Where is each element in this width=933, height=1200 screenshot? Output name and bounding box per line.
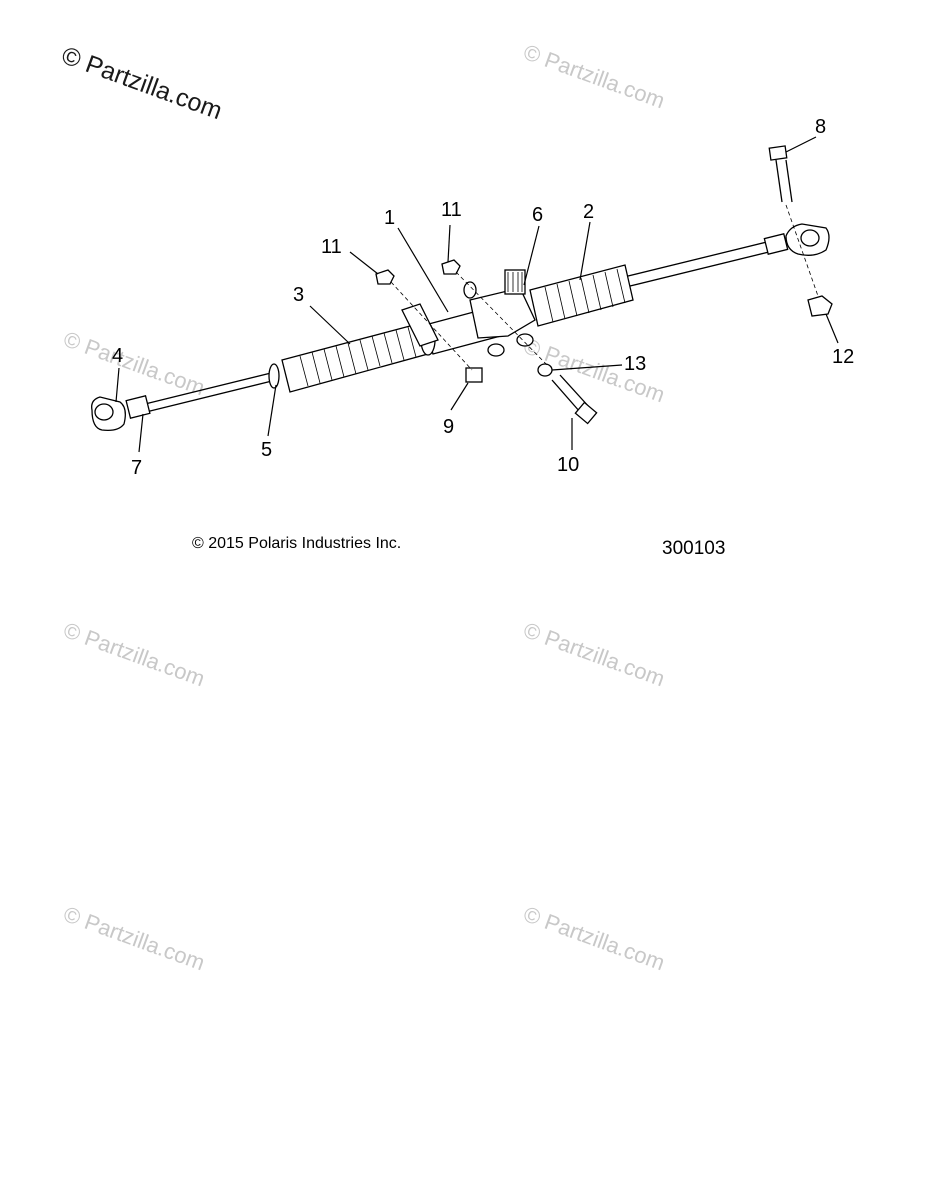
nut-12 xyxy=(807,295,833,317)
leader-1 xyxy=(397,227,449,313)
callout-11-left[interactable]: 11 xyxy=(321,236,342,258)
leader-9 xyxy=(450,382,469,411)
leader-11b xyxy=(447,224,451,263)
callout-5[interactable]: 5 xyxy=(261,439,272,461)
bolt-8 xyxy=(768,145,793,203)
leader-11a xyxy=(349,251,379,275)
left-tie-rod xyxy=(125,371,277,419)
washer-13 xyxy=(537,363,553,377)
right-tie-rod xyxy=(627,233,789,287)
nut-11-top xyxy=(441,259,461,275)
steering-rack-assembly xyxy=(91,145,833,432)
callout-1[interactable]: 1 xyxy=(384,207,395,229)
watermark-faded: © Partzilla.com xyxy=(60,617,208,691)
guide-line xyxy=(390,281,473,371)
leader-8 xyxy=(785,136,817,153)
left-boot-clamp xyxy=(268,363,280,389)
callout-10[interactable]: 10 xyxy=(557,454,579,476)
left-boot xyxy=(281,321,436,393)
callout-6[interactable]: 6 xyxy=(532,204,543,226)
callout-12[interactable]: 12 xyxy=(832,346,854,368)
pinion-housing xyxy=(463,269,536,357)
watermark-faded: © Partzilla.com xyxy=(520,617,668,691)
leader-5 xyxy=(267,384,277,437)
copyright-notice: © 2015 Polaris Industries Inc. xyxy=(192,535,402,552)
leader-12 xyxy=(825,313,839,344)
callout-11-top[interactable]: 11 xyxy=(441,199,462,221)
callout-7[interactable]: 7 xyxy=(131,457,142,479)
callout-8[interactable]: 8 xyxy=(815,116,826,138)
callout-3[interactable]: 3 xyxy=(293,284,304,306)
leader-2 xyxy=(579,221,591,281)
watermark-layer: © Partzilla.com © Partzilla.com © Partzi… xyxy=(58,39,668,975)
leader-13 xyxy=(551,364,623,371)
leader-7 xyxy=(138,413,144,453)
guide-line xyxy=(455,271,549,367)
callout-4[interactable]: 4 xyxy=(112,345,123,367)
bolt-9 xyxy=(465,367,483,383)
leader-4 xyxy=(115,367,120,403)
leader-3 xyxy=(309,305,351,345)
leader-6 xyxy=(523,225,540,286)
callout-9[interactable]: 9 xyxy=(443,416,454,438)
watermark-faded: © Partzilla.com xyxy=(60,326,208,400)
right-tie-rod-end xyxy=(785,223,830,256)
watermark-faded: © Partzilla.com xyxy=(60,901,208,975)
watermark-main: © Partzilla.com xyxy=(58,41,226,125)
watermark-faded: © Partzilla.com xyxy=(520,901,668,975)
right-boot xyxy=(529,264,634,327)
bolt-10 xyxy=(551,374,598,425)
watermark-faded: © Partzilla.com xyxy=(520,39,668,113)
nut-11-left xyxy=(375,269,395,285)
callout-labels: 1 2 3 4 5 6 7 8 9 10 11 11 12 13 xyxy=(112,116,854,479)
leader-lines xyxy=(115,136,839,453)
drawing-number: 300103 xyxy=(662,538,726,559)
left-tie-rod-end xyxy=(91,396,126,432)
callout-2[interactable]: 2 xyxy=(583,201,594,223)
guide-line xyxy=(785,204,819,297)
callout-13[interactable]: 13 xyxy=(624,353,646,375)
